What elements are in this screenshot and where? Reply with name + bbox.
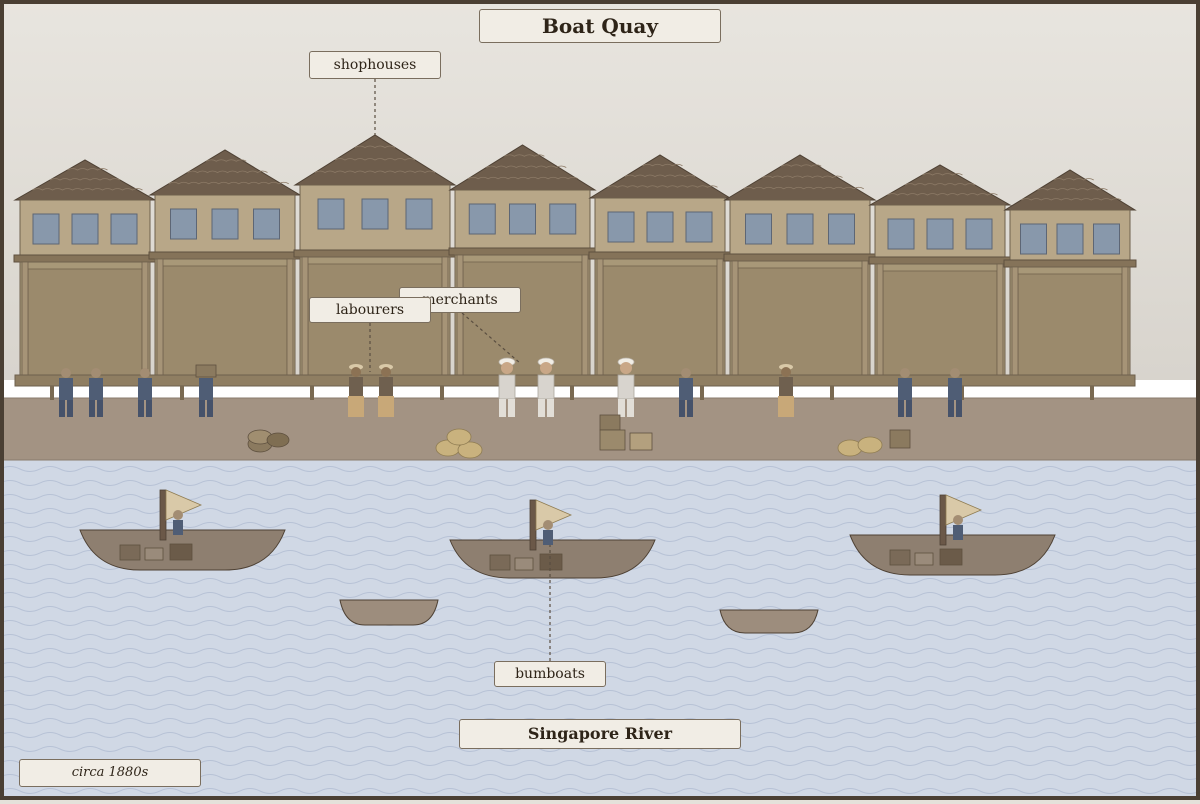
- window-icon: [745, 213, 772, 245]
- bumboat-icon: [449, 499, 656, 579]
- shophouse-icon: [723, 154, 877, 376]
- bumboat-icon: [849, 494, 1056, 576]
- window-icon: [509, 203, 536, 235]
- person-icon: [778, 364, 794, 417]
- window-icon: [211, 208, 239, 240]
- leader-line: [461, 312, 521, 364]
- window-icon: [926, 218, 954, 250]
- person-icon: [348, 364, 364, 417]
- people-group: [59, 357, 962, 417]
- boats-group: [79, 489, 1056, 634]
- sack-icon: [446, 428, 472, 446]
- window-icon: [786, 213, 814, 245]
- person-icon: [89, 368, 103, 417]
- label-merchants: merchants: [399, 287, 521, 313]
- bumboat-icon: [79, 489, 286, 571]
- person-icon: [679, 368, 693, 417]
- shophouse-row: [13, 134, 1137, 400]
- shophouse-icon: [588, 154, 732, 376]
- window-icon: [549, 203, 577, 235]
- shophouse-icon: [448, 144, 597, 376]
- window-icon: [317, 198, 345, 230]
- person-icon: [898, 368, 912, 417]
- barrel-icon: [247, 429, 290, 453]
- label-labourers: labourers: [309, 297, 431, 323]
- window-icon: [253, 208, 280, 240]
- sampan-icon: [339, 599, 439, 626]
- window-icon: [361, 198, 389, 230]
- shophouse-icon: [13, 159, 157, 376]
- person-icon: [617, 357, 635, 417]
- shophouse-icon: [1003, 169, 1137, 376]
- window-icon: [110, 213, 138, 245]
- person-icon: [498, 357, 516, 417]
- crate-icon: [599, 429, 626, 451]
- shophouse-icon: [868, 164, 1012, 376]
- window-icon: [828, 213, 855, 245]
- label-leaders: [369, 79, 551, 661]
- window-icon: [1093, 223, 1120, 255]
- window-icon: [1056, 223, 1084, 255]
- crate-icon: [889, 429, 911, 449]
- person-icon: [948, 368, 962, 417]
- shophouse-icon: [148, 149, 302, 376]
- window-icon: [170, 208, 197, 240]
- window-icon: [965, 218, 993, 250]
- window-icon: [32, 213, 60, 245]
- window-icon: [71, 213, 99, 245]
- sack-icon: [857, 436, 883, 454]
- window-icon: [685, 211, 713, 243]
- person-icon: [138, 368, 152, 417]
- window-icon: [1020, 223, 1047, 255]
- label-era: circa 1880s: [19, 759, 201, 787]
- label-singapore-river: Singapore River: [459, 719, 741, 749]
- window-icon: [646, 211, 674, 243]
- person-icon: [378, 364, 394, 417]
- cargo-group: [247, 414, 911, 459]
- shophouse-icon: [293, 134, 457, 376]
- person-icon: [59, 368, 73, 417]
- person-icon: [195, 364, 217, 417]
- title-banner: Boat Quay: [479, 9, 721, 43]
- crate-icon: [629, 432, 653, 451]
- window-icon: [405, 198, 433, 230]
- sack-icon: [457, 441, 483, 459]
- window-icon: [468, 203, 496, 235]
- sampan-icon: [719, 609, 819, 634]
- window-icon: [607, 211, 635, 243]
- quay-deck: [14, 374, 1136, 400]
- label-shophouses: shophouses: [309, 51, 441, 79]
- crate-icon: [599, 414, 621, 431]
- label-bumboats: bumboats: [494, 661, 606, 687]
- window-icon: [887, 218, 915, 250]
- person-icon: [537, 357, 555, 417]
